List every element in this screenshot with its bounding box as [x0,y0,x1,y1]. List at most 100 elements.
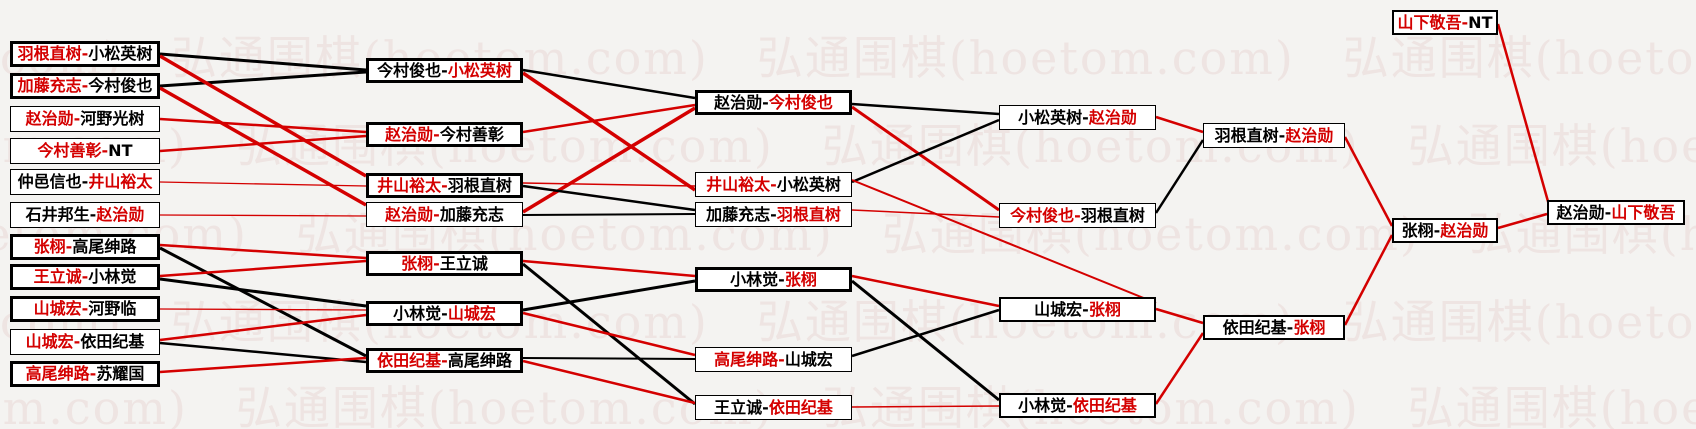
match-box-r1-1: 羽根直树-小松英树 [10,41,160,67]
bracket-line [1154,332,1205,405]
match-box-r1-7: 张栩-高尾绅路 [10,234,160,260]
bracket-line [522,259,696,278]
bracket-line [851,209,1000,218]
player-name-left: 小林觉- [1018,395,1073,415]
player-name-right: 井山裕太 [88,172,153,191]
player-name-right: 张栩 [1088,299,1121,319]
match-box-r3-6: 王立诚-依田纪基 [695,395,852,420]
player-name-right: 王立诚 [439,253,488,273]
player-name-left: 张栩- [401,253,440,273]
player-name-right: 河野光树 [80,109,145,128]
player-name-right: 苏耀国 [96,364,145,383]
bracket-line [851,274,1000,308]
bracket-line [159,70,367,88]
bracket-line [522,213,696,216]
match-box-r3-2: 井山裕太-小松英树 [695,172,852,197]
bracket-line [1155,115,1204,134]
bracket-line [522,103,696,134]
player-name-left: 依田纪基- [377,350,448,370]
bracket-line [522,311,696,357]
player-name-left: 加藤充志- [17,76,89,95]
bracket-line [851,179,1157,304]
bracket-line [159,117,367,134]
bracket-line [159,259,367,278]
player-name-right: 赵治勋 [1285,125,1334,145]
bracket-line [522,68,696,100]
player-name-right: 小松英树 [776,174,841,194]
player-name-right: 高尾绅路 [447,350,512,370]
match-box-r1-11: 高尾绅路-苏耀国 [10,361,160,387]
player-name-left: 羽根直树- [17,44,89,63]
bracket-line [1497,212,1548,230]
match-box-r4-2: 今村俊也-羽根直树 [999,203,1156,228]
bracket-line [159,308,367,311]
player-name-left: 山城宏- [1034,299,1089,319]
bracket-line [1343,234,1394,326]
player-name-right: 依田纪基 [1072,395,1137,415]
watermark-text: 弘通围棋(hoetom.com) 弘通围棋(hoetom.com) 弘通围棋(h… [0,295,1696,349]
player-name-left: 羽根直树- [1214,125,1286,145]
match-box-r2-4: 赵治勋-加藤充志 [366,202,523,227]
match-box-r6-1: 张栩-赵治勋 [1392,218,1498,243]
player-name-left: 小林觉- [393,303,448,323]
bracket-line [522,184,696,212]
player-name-right: 高尾绅路 [72,237,137,256]
match-box-r1-2: 加藤充志-今村俊也 [10,73,160,99]
bracket-line [522,106,696,214]
bracket-line [1343,136,1394,227]
bracket-line [522,71,696,192]
player-name-right: 羽根直树 [1080,205,1145,225]
player-name-left: 加藤充志- [706,204,777,224]
match-box-r1-5: 仲邑信也-井山裕太 [10,169,160,195]
match-box-r2-1: 今村俊也-小松英树 [366,58,523,83]
player-name-right: 张栩 [1293,317,1326,337]
bracket-line [159,277,367,308]
bracket-line [159,54,367,178]
bracket-line [522,182,696,187]
player-name-left: 高尾绅路- [25,364,97,383]
bracket-line [159,341,367,364]
bracket-line [159,214,367,217]
player-name-right: NT [108,141,133,160]
player-name-left: 今村善彰- [37,141,109,160]
bracket-line [159,246,367,358]
bracket-line [159,313,367,342]
match-box-r2-5: 张栩-王立诚 [366,251,523,276]
player-name-right: 山城宏 [447,303,496,323]
player-name-right: 赵治勋 [96,205,145,224]
player-name-left: 井山裕太- [706,174,777,194]
player-name-left: 王立诚- [33,267,89,286]
bracket-line [1154,139,1205,214]
player-name-right: 依田纪基 [768,397,833,417]
player-name-left: 井山裕太- [377,175,448,195]
player-name-right: 小林觉 [88,267,137,286]
bracket-line [1496,23,1551,206]
match-box-r3-3: 加藤充志-羽根直树 [695,202,852,227]
match-box-r5-2: 依田纪基-张栩 [1203,315,1345,340]
match-box-top-1: 山下敬吾-NT [1392,10,1498,35]
player-name-left: 山城宏- [25,332,81,351]
player-name-right: 小松英树 [88,44,153,63]
bracket-line [851,102,1000,116]
player-name-left: 依田纪基- [1222,317,1294,337]
player-name-left: 高尾绅路- [714,349,785,369]
player-name-right: 加藤充志 [439,204,504,224]
player-name-left: 石井邦生- [25,205,97,224]
player-name-left: 赵治勋- [1556,202,1612,222]
bracket-line [851,279,1000,402]
player-name-right: 小松英树 [447,60,512,80]
match-box-r1-6: 石井邦生-赵治勋 [10,202,160,228]
player-name-right: 今村善彰 [439,124,504,144]
player-name-right: 羽根直树 [776,204,841,224]
player-name-left: 今村俊也- [1010,205,1081,225]
player-name-left: 山城宏- [33,299,89,318]
bracket-line [522,279,696,312]
player-name-left: 赵治勋- [385,124,440,144]
player-name-right: 今村俊也 [768,92,833,112]
player-name-left: 王立诚- [714,397,769,417]
match-box-r1-8: 王立诚-小林觉 [10,264,160,290]
player-name-left: 赵治勋- [25,109,81,128]
player-name-right: 张栩 [784,269,817,289]
